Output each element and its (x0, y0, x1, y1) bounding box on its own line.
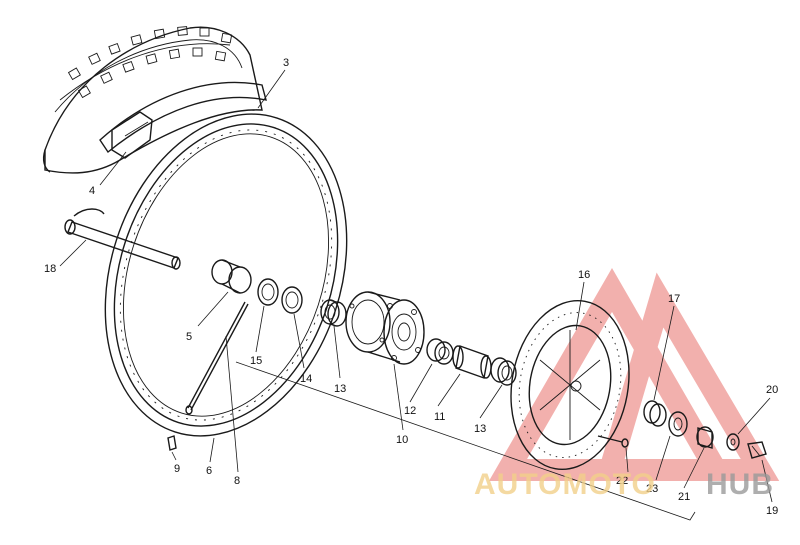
rim-tape (99, 81, 267, 154)
spacer (211, 259, 252, 294)
callout-20: 20 (766, 384, 778, 396)
callout-23: 23 (646, 483, 658, 495)
axle (64, 208, 181, 270)
watermark-hub: HUB (706, 468, 774, 501)
callout-21: 21 (678, 491, 690, 503)
spoke (185, 301, 249, 415)
axle-nut (747, 441, 767, 459)
callout-13-right: 13 (474, 423, 486, 435)
callout-12: 12 (404, 405, 416, 417)
brake-disc (510, 299, 630, 471)
callout-6: 6 (206, 465, 212, 477)
callout-9: 9 (174, 463, 180, 475)
callout-10: 10 (396, 434, 408, 446)
bearing-right (490, 357, 517, 386)
hub (345, 291, 425, 365)
spoke-nipple (167, 435, 177, 451)
spacer-tube (452, 345, 492, 379)
callout-18: 18 (44, 263, 56, 275)
disc-bolts (597, 435, 629, 448)
callout-19: 19 (766, 505, 778, 517)
bearing-12 (426, 338, 454, 365)
callout-11: 11 (434, 411, 445, 423)
callouts: 3 4 18 5 15 14 13 12 11 13 10 9 6 8 16 1… (44, 57, 778, 517)
callout-8: 8 (234, 475, 240, 487)
bearing-left (320, 299, 347, 327)
right-spacers (643, 400, 740, 451)
assembly-bracket (235, 361, 696, 521)
callout-16: 16 (578, 269, 590, 281)
callout-5: 5 (186, 331, 192, 343)
callout-14: 14 (300, 373, 312, 385)
callout-3: 3 (283, 57, 289, 69)
callout-17: 17 (668, 293, 680, 305)
watermark-wordmark: AUTOMOTO HUB (474, 468, 774, 501)
rim-lock (111, 111, 153, 159)
callout-4: 4 (89, 185, 95, 197)
callout-15: 15 (250, 355, 262, 367)
seal-rings (257, 278, 303, 314)
callout-22: 22 (616, 475, 628, 487)
callout-13-left: 13 (334, 383, 346, 395)
leader-lines (59, 69, 773, 503)
tire (42, 26, 263, 174)
rim (104, 113, 348, 437)
watermark-logo (488, 268, 780, 481)
watermark-auto: AUTOMOTO (474, 468, 656, 501)
